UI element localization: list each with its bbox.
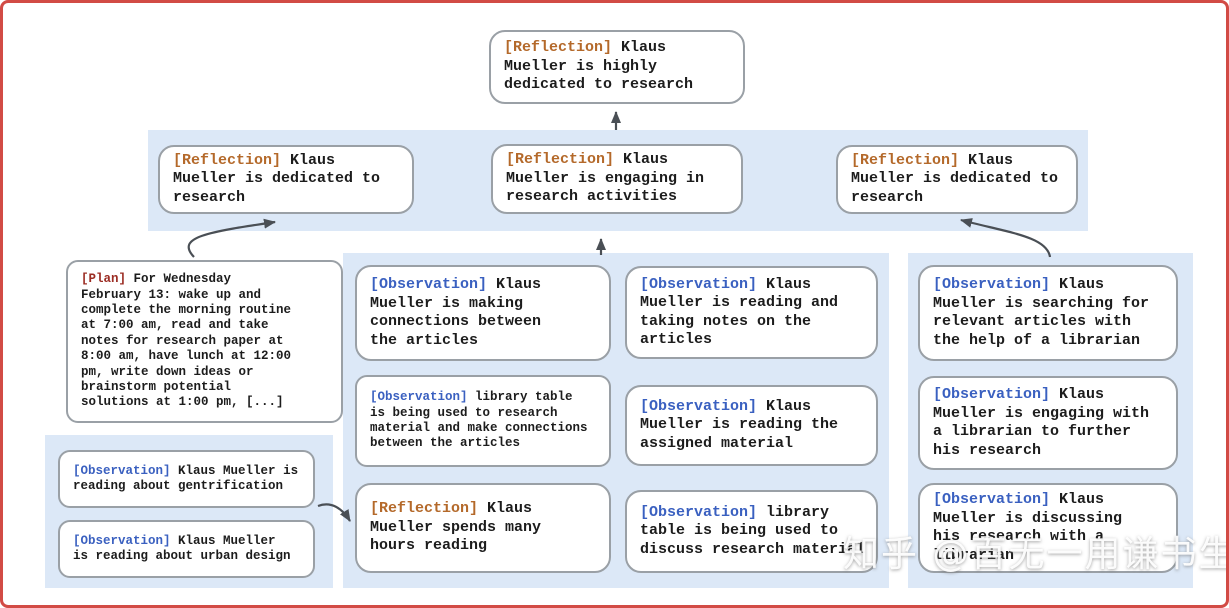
reflection-tag: [Reflection]: [173, 151, 282, 169]
node-text: Klaus Mueller is searching for relevant …: [933, 276, 1150, 349]
node-text: Klaus Mueller is dedicated to research: [173, 151, 381, 206]
node-reflection-left: [Reflection] Klaus Mueller is dedicated …: [158, 145, 414, 214]
observation-tag: [Observation]: [933, 491, 1051, 508]
node-text: library table is being used to research …: [370, 390, 588, 451]
node-text: Klaus Mueller is engaging with a librari…: [933, 386, 1150, 459]
observation-tag: [Observation]: [933, 276, 1051, 293]
node-obs-gentrification: [Observation] Klaus Mueller is reading a…: [58, 450, 315, 508]
node-obs-discussing-research: [Observation] Klaus Mueller is discussin…: [918, 483, 1178, 573]
observation-tag: [Observation]: [933, 386, 1051, 403]
observation-tag: [Observation]: [640, 503, 758, 521]
observation-tag: [Observation]: [73, 463, 171, 478]
node-text: Klaus Mueller is reading and taking note…: [640, 275, 839, 349]
node-plan-wednesday: [Plan] For Wednesday February 13: wake u…: [66, 260, 343, 423]
node-reflection-hours-reading: [Reflection] Klaus Mueller spends many h…: [355, 483, 611, 573]
node-text: Klaus Mueller is reading the assigned ma…: [640, 397, 839, 452]
node-obs-making-connections: [Observation] Klaus Mueller is making co…: [355, 265, 611, 361]
reflection-tag: [Reflection]: [370, 500, 479, 518]
node-obs-searching-articles: [Observation] Klaus Mueller is searching…: [918, 265, 1178, 361]
node-text: Klaus Mueller is discussing his research…: [933, 491, 1123, 564]
node-reflection-center: [Reflection] Klaus Mueller is engaging i…: [491, 144, 743, 214]
watermark: 知乎 @百无一用谦书生: [843, 534, 1229, 575]
node-obs-urban-design: [Observation] Klaus Mueller is reading a…: [58, 520, 315, 578]
node-text: Klaus Mueller is making connections betw…: [370, 276, 542, 349]
node-text: Klaus Mueller is reading about gentrific…: [73, 463, 299, 493]
observation-tag: [Observation]: [73, 533, 171, 548]
node-text: For Wednesday February 13: wake up and c…: [81, 272, 292, 410]
reflection-tag: [Reflection]: [504, 39, 613, 57]
node-obs-taking-notes: [Observation] Klaus Mueller is reading a…: [625, 266, 878, 359]
node-obs-library-discuss: [Observation] library table is being use…: [625, 490, 878, 573]
node-top-reflection: [Reflection] Klaus Mueller is highly ded…: [489, 30, 745, 104]
node-text: Klaus Mueller is reading about urban des…: [73, 533, 291, 563]
reflection-tag: [Reflection]: [506, 151, 615, 169]
node-text: Klaus Mueller is dedicated to research: [851, 151, 1059, 206]
reflection-tag: [Reflection]: [851, 151, 960, 169]
node-text: Klaus Mueller is engaging in research ac…: [506, 151, 705, 206]
node-text: library table is being used to discuss r…: [640, 503, 866, 558]
node-obs-assigned-material: [Observation] Klaus Mueller is reading t…: [625, 385, 878, 466]
plan-tag: [Plan]: [81, 272, 127, 287]
observation-tag: [Observation]: [370, 276, 488, 293]
node-text: Klaus Mueller spends many hours reading: [370, 500, 542, 555]
observation-tag: [Observation]: [370, 390, 468, 405]
observation-tag: [Observation]: [640, 397, 758, 415]
observation-tag: [Observation]: [640, 275, 758, 293]
node-text: Klaus Mueller is highly dedicated to res…: [504, 39, 694, 94]
node-obs-library-research: [Observation] library table is being use…: [355, 375, 611, 467]
node-reflection-right: [Reflection] Klaus Mueller is dedicated …: [836, 145, 1078, 214]
node-obs-engaging-librarian: [Observation] Klaus Mueller is engaging …: [918, 376, 1178, 470]
